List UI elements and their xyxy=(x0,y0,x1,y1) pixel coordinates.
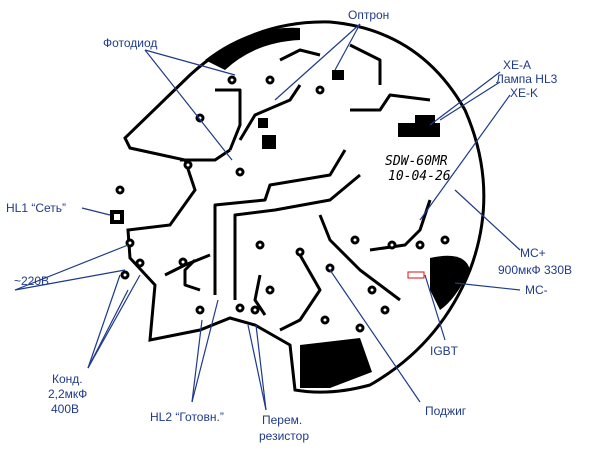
leader-lines xyxy=(14,23,521,411)
label-podzhig: Поджиг xyxy=(425,404,467,418)
label-optron: Оптрон xyxy=(348,8,390,22)
board-model-text: SDW-60MR xyxy=(385,154,448,169)
label-lamp-hl3: Лампа HL3 xyxy=(496,72,558,86)
label-var-res-1: Перем. xyxy=(262,413,303,427)
label-mc-plus: MC+ xyxy=(520,246,546,260)
drill-holes xyxy=(115,75,450,333)
label-cond-1: Конд. xyxy=(52,372,83,386)
label-igbt: IGBT xyxy=(430,344,459,358)
label-xe-a: XE-A xyxy=(503,58,532,72)
copper-pads xyxy=(110,27,470,388)
label-hl2: HL2 “Готовн.” xyxy=(150,410,224,424)
label-photodiode: Фотодиод xyxy=(103,36,158,50)
label-ac-220: ~220В xyxy=(14,274,50,288)
label-capacitor-900: 900мкФ 330В xyxy=(498,263,573,277)
label-cond-3: 400В xyxy=(51,402,80,416)
label-var-res-2: резистор xyxy=(259,429,309,443)
copper-traces xyxy=(164,43,432,332)
label-mc-minus: MC- xyxy=(525,283,548,297)
label-hl1: HL1 “Сеть” xyxy=(6,201,67,215)
label-cond-2: 2,2мкФ xyxy=(48,387,88,401)
pcb-board-outline xyxy=(123,20,486,394)
label-xe-k: XE-K xyxy=(510,86,539,100)
red-marker xyxy=(407,271,425,279)
board-date-text: 10-04-26 xyxy=(388,169,451,184)
